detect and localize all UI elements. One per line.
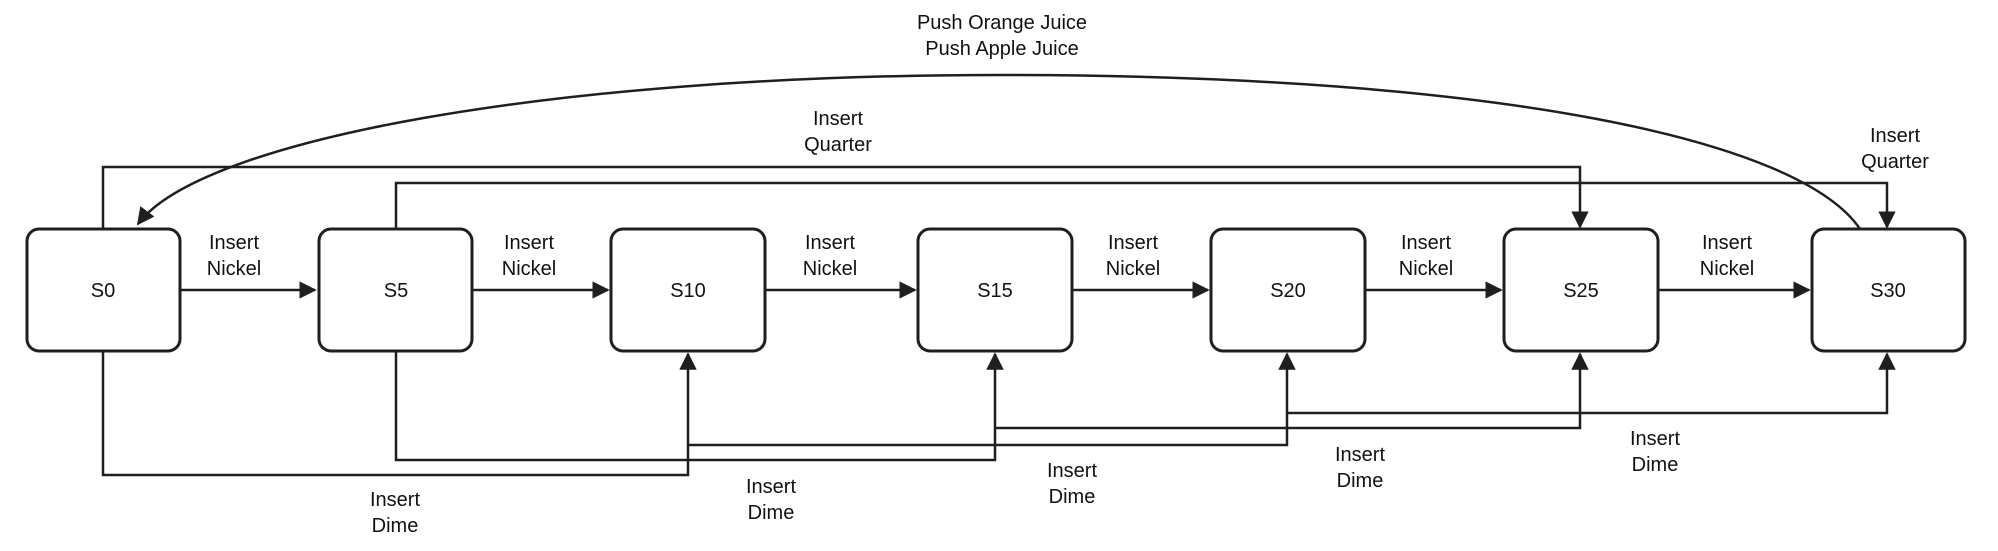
state-node-s25: S25 bbox=[1502, 227, 1660, 353]
edge-s0-s10-dime bbox=[101, 352, 697, 477]
svg-text:Insert: Insert bbox=[1702, 232, 1752, 254]
edge-s0-s25-quarter bbox=[101, 165, 1589, 229]
label-nickel-s15-s20: Insert Nickel bbox=[1106, 232, 1160, 280]
state-label: S0 bbox=[91, 280, 115, 302]
state-label: S10 bbox=[670, 280, 706, 302]
svg-text:Dime: Dime bbox=[1337, 470, 1384, 492]
label-nickel-s10-s15: Insert Nickel bbox=[803, 232, 857, 280]
edge-s15-s25-dime bbox=[995, 352, 1589, 430]
label-dime-s0-s10: Insert Dime bbox=[370, 489, 420, 537]
svg-text:Push Apple Juice: Push Apple Juice bbox=[925, 38, 1078, 60]
svg-text:Insert: Insert bbox=[805, 232, 855, 254]
svg-text:Dime: Dime bbox=[1049, 486, 1096, 508]
edge-s30-s0-push bbox=[136, 73, 1862, 230]
state-label: S30 bbox=[1870, 280, 1906, 302]
label-push-juice: Push Orange Juice Push Apple Juice bbox=[917, 12, 1087, 60]
svg-text:Insert: Insert bbox=[1630, 428, 1680, 450]
label-dime-s10-s20: Insert Dime bbox=[1047, 460, 1097, 508]
svg-text:Nickel: Nickel bbox=[1399, 258, 1453, 280]
edge-s5-s15-dime bbox=[394, 352, 1004, 462]
svg-text:Insert: Insert bbox=[1401, 232, 1451, 254]
label-nickel-s0-s5: Insert Nickel bbox=[207, 232, 261, 280]
state-node-s20: S20 bbox=[1209, 227, 1367, 353]
svg-text:Nickel: Nickel bbox=[207, 258, 261, 280]
label-dime-s5-s15: Insert Dime bbox=[746, 476, 796, 524]
svg-text:Insert: Insert bbox=[209, 232, 259, 254]
state-node-s15: S15 bbox=[916, 227, 1074, 353]
svg-text:Insert: Insert bbox=[370, 489, 420, 511]
state-node-s30: S30 bbox=[1810, 227, 1967, 353]
svg-text:Insert: Insert bbox=[1108, 232, 1158, 254]
svg-text:Push Orange Juice: Push Orange Juice bbox=[917, 12, 1087, 34]
svg-text:Quarter: Quarter bbox=[804, 134, 872, 156]
svg-text:Insert: Insert bbox=[1335, 444, 1385, 466]
state-node-s10: S10 bbox=[609, 227, 767, 353]
svg-text:Nickel: Nickel bbox=[1106, 258, 1160, 280]
transition-edges bbox=[101, 73, 1896, 477]
edge-s5-s30-quarter bbox=[394, 181, 1896, 229]
svg-text:Nickel: Nickel bbox=[803, 258, 857, 280]
state-label: S25 bbox=[1563, 280, 1599, 302]
svg-text:Dime: Dime bbox=[372, 515, 419, 537]
svg-text:Nickel: Nickel bbox=[1700, 258, 1754, 280]
svg-text:Insert: Insert bbox=[1047, 460, 1097, 482]
edge-s20-s30-dime bbox=[1287, 352, 1896, 415]
state-label: S20 bbox=[1270, 280, 1306, 302]
svg-text:Insert: Insert bbox=[746, 476, 796, 498]
svg-text:Insert: Insert bbox=[1870, 125, 1920, 147]
edge-s10-s20-dime bbox=[688, 352, 1296, 447]
state-label: S5 bbox=[384, 280, 408, 302]
label-quarter-s0-s25: Insert Quarter bbox=[804, 108, 872, 156]
svg-text:Nickel: Nickel bbox=[502, 258, 556, 280]
state-node-s5: S5 bbox=[317, 227, 474, 353]
state-node-s0: S0 bbox=[25, 227, 182, 353]
label-dime-s15-s25: Insert Dime bbox=[1335, 444, 1385, 492]
label-nickel-s20-s25: Insert Nickel bbox=[1399, 232, 1453, 280]
svg-text:Insert: Insert bbox=[813, 108, 863, 130]
svg-text:Insert: Insert bbox=[504, 232, 554, 254]
edge-labels: Insert Nickel Insert Nickel Insert Nicke… bbox=[207, 12, 1929, 537]
state-nodes: S0 S5 S10 S15 S20 S25 S30 bbox=[25, 227, 1967, 353]
svg-text:Dime: Dime bbox=[1632, 454, 1679, 476]
label-dime-s20-s30: Insert Dime bbox=[1630, 428, 1680, 476]
state-label: S15 bbox=[977, 280, 1013, 302]
svg-text:Quarter: Quarter bbox=[1861, 151, 1929, 173]
svg-text:Dime: Dime bbox=[748, 502, 795, 524]
label-nickel-s5-s10: Insert Nickel bbox=[502, 232, 556, 280]
label-nickel-s25-s30: Insert Nickel bbox=[1700, 232, 1754, 280]
label-quarter-s5-s30: Insert Quarter bbox=[1861, 125, 1929, 173]
